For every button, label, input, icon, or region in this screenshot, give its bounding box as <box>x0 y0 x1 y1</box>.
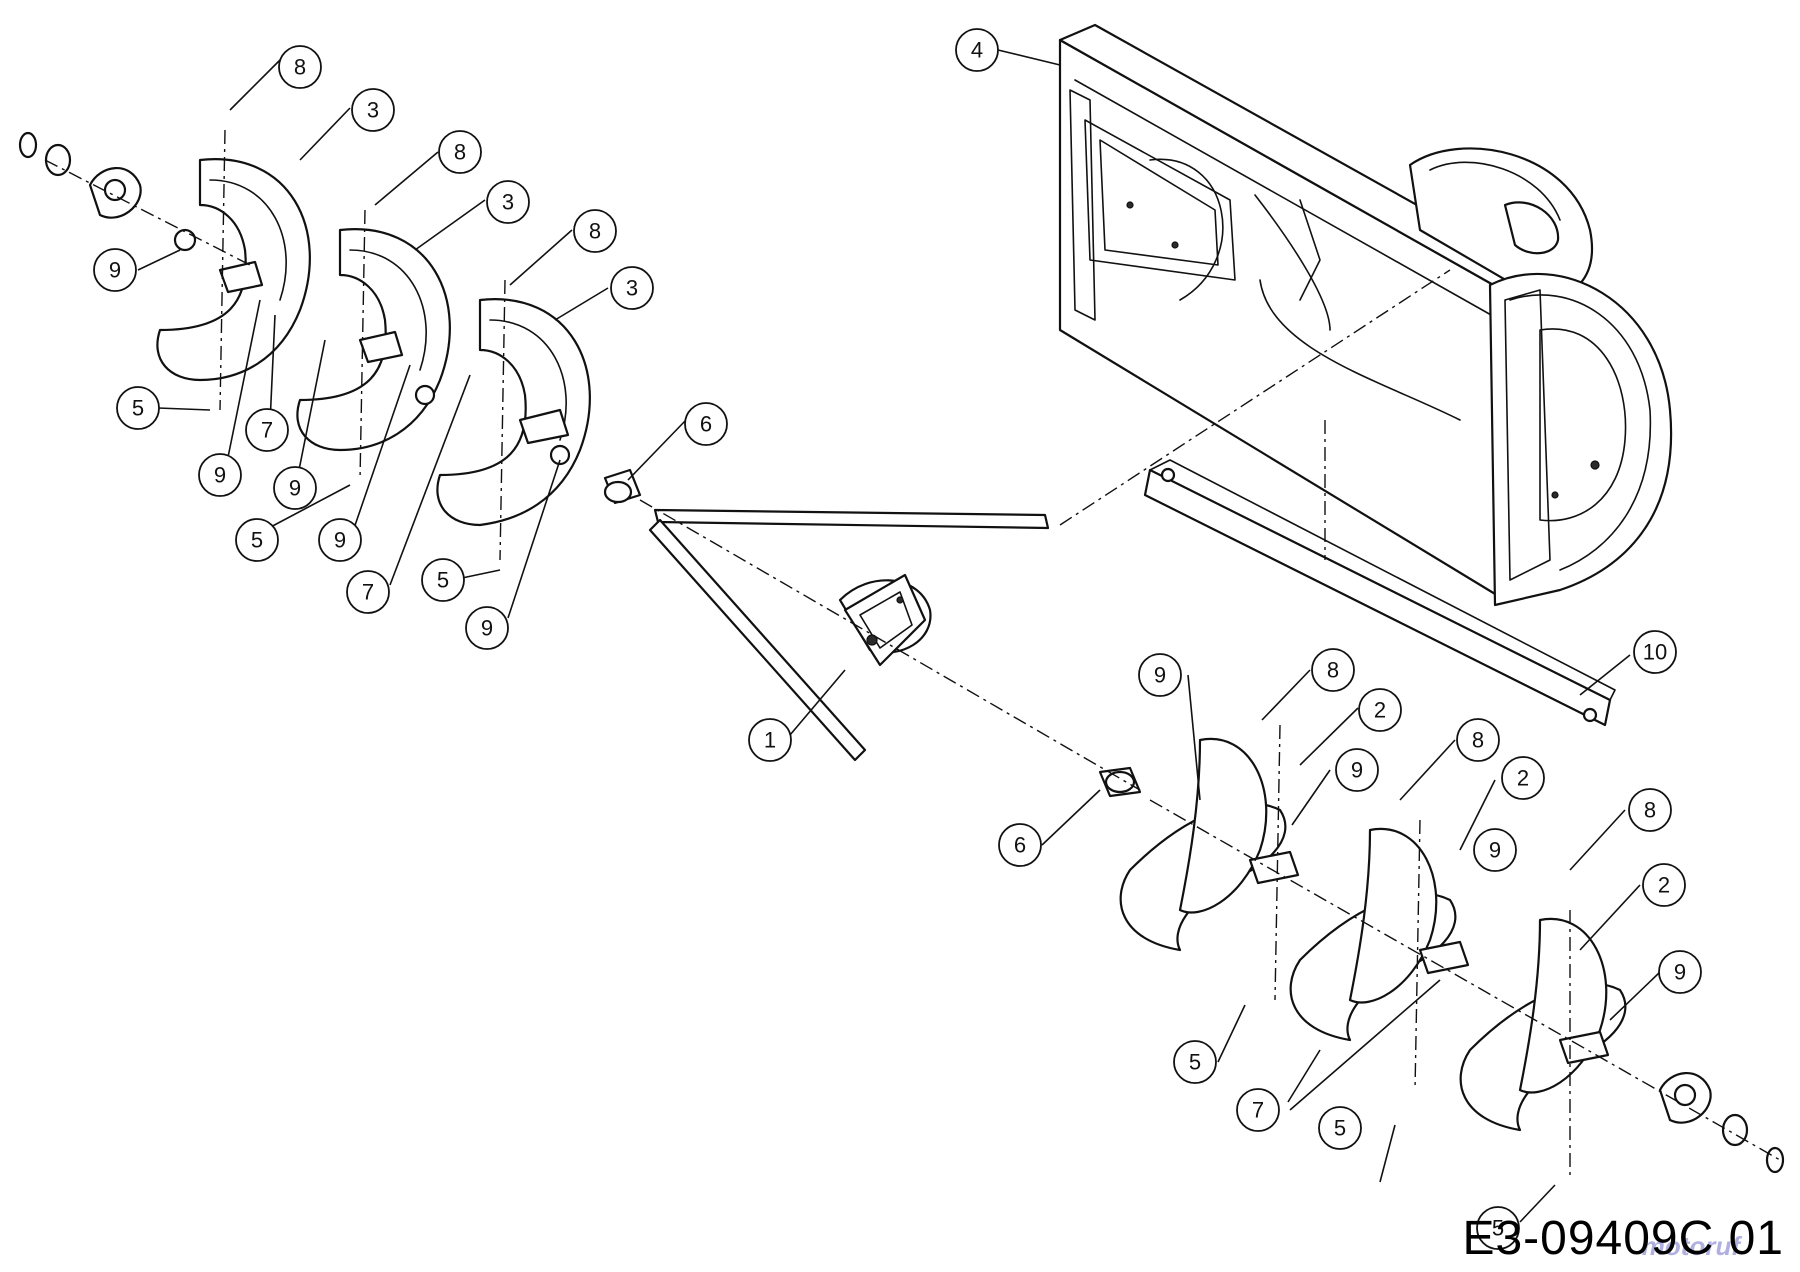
svg-text:7: 7 <box>1252 1098 1264 1123</box>
callout-2-b: 2 <box>1501 756 1545 800</box>
callout-9-d: 9 <box>318 518 362 562</box>
svg-text:9: 9 <box>334 528 346 553</box>
callout-3-b: 3 <box>486 180 530 224</box>
svg-text:8: 8 <box>294 55 306 80</box>
callout-4: 4 <box>955 28 999 72</box>
callout-9-f: 9 <box>1138 653 1182 697</box>
watermark: motoruf <box>1641 1231 1740 1261</box>
bearing-left <box>18 131 142 219</box>
auger-flight-left-1 <box>156 158 311 382</box>
svg-text:9: 9 <box>289 476 301 501</box>
svg-text:8: 8 <box>1327 658 1339 683</box>
callout-6-b: 6 <box>998 823 1042 867</box>
svg-text:8: 8 <box>454 140 466 165</box>
callout-8-b: 8 <box>438 130 482 174</box>
svg-text:2: 2 <box>1517 766 1529 791</box>
callout-5-c: 5 <box>421 558 465 602</box>
callout-9-c: 9 <box>273 466 317 510</box>
svg-text:3: 3 <box>502 190 514 215</box>
auger-flight-right-2 <box>1289 827 1470 1042</box>
svg-text:9: 9 <box>109 258 121 283</box>
svg-text:5: 5 <box>437 568 449 593</box>
svg-text:4: 4 <box>971 38 983 63</box>
svg-text:9: 9 <box>1154 663 1166 688</box>
callout-1: 1 <box>748 718 792 762</box>
callout-2-a: 2 <box>1358 688 1402 732</box>
bearing-right <box>1658 1072 1785 1174</box>
callout-8-e: 8 <box>1456 718 1500 762</box>
callout-8-d: 8 <box>1311 648 1355 692</box>
svg-text:1: 1 <box>764 728 776 753</box>
callout-5-e: 5 <box>1318 1106 1362 1150</box>
support-bar <box>1143 459 1616 727</box>
callout-3-c: 3 <box>610 266 654 310</box>
svg-text:8: 8 <box>1644 798 1656 823</box>
callout-10: 10 <box>1633 630 1677 674</box>
callout-9-b: 9 <box>198 453 242 497</box>
callout-6-a: 6 <box>684 402 728 446</box>
auger-flight-right-3 <box>1459 917 1627 1132</box>
callout-5-a: 5 <box>116 386 160 430</box>
callout-9-a: 9 <box>93 248 137 292</box>
svg-text:7: 7 <box>261 418 273 443</box>
svg-text:8: 8 <box>1472 728 1484 753</box>
svg-text:5: 5 <box>1492 1216 1504 1241</box>
callout-2-c: 2 <box>1642 863 1686 907</box>
svg-text:5: 5 <box>1334 1116 1346 1141</box>
svg-text:9: 9 <box>1489 838 1501 863</box>
callout-5-b: 5 <box>235 518 279 562</box>
auger-shaft-gearbox <box>648 508 1050 762</box>
svg-text:9: 9 <box>1351 758 1363 783</box>
callout-7-c: 7 <box>1236 1088 1280 1132</box>
leader-lines <box>137 49 1661 1223</box>
svg-text:5: 5 <box>1189 1050 1201 1075</box>
svg-text:5: 5 <box>132 396 144 421</box>
svg-text:6: 6 <box>1014 833 1026 858</box>
svg-text:3: 3 <box>367 98 379 123</box>
auger-flight-left-3 <box>436 298 591 527</box>
callout-5-f: 5 <box>1476 1206 1520 1250</box>
callout-9-h: 9 <box>1473 828 1517 872</box>
svg-text:6: 6 <box>700 412 712 437</box>
auger-housing <box>1058 23 1673 607</box>
svg-text:10: 10 <box>1643 640 1667 665</box>
svg-text:9: 9 <box>1674 960 1686 985</box>
svg-text:7: 7 <box>362 580 374 605</box>
auger-flight-right-1 <box>1119 737 1300 952</box>
callout-8-c: 8 <box>573 209 617 253</box>
callout-8-a: 8 <box>278 45 322 89</box>
callout-8-f: 8 <box>1628 788 1672 832</box>
callout-9-e: 9 <box>465 606 509 650</box>
svg-text:9: 9 <box>214 463 226 488</box>
svg-text:2: 2 <box>1374 698 1386 723</box>
bushing-left <box>603 468 642 505</box>
svg-text:9: 9 <box>481 616 493 641</box>
callout-9-i: 9 <box>1658 950 1702 994</box>
callout-7-a: 7 <box>245 408 289 452</box>
auger-flight-left-2 <box>296 228 451 452</box>
callout-5-d: 5 <box>1173 1040 1217 1084</box>
svg-text:2: 2 <box>1658 873 1670 898</box>
centerlines <box>44 129 1781 1180</box>
callout-7-b: 7 <box>346 570 390 614</box>
svg-text:3: 3 <box>626 276 638 301</box>
bushing-right <box>1098 766 1142 798</box>
svg-text:5: 5 <box>251 528 263 553</box>
callout-9-g: 9 <box>1335 748 1379 792</box>
drawing-number: E3-09409C 01 <box>1462 1212 1784 1265</box>
callout-3-a: 3 <box>351 88 395 132</box>
svg-text:8: 8 <box>589 219 601 244</box>
